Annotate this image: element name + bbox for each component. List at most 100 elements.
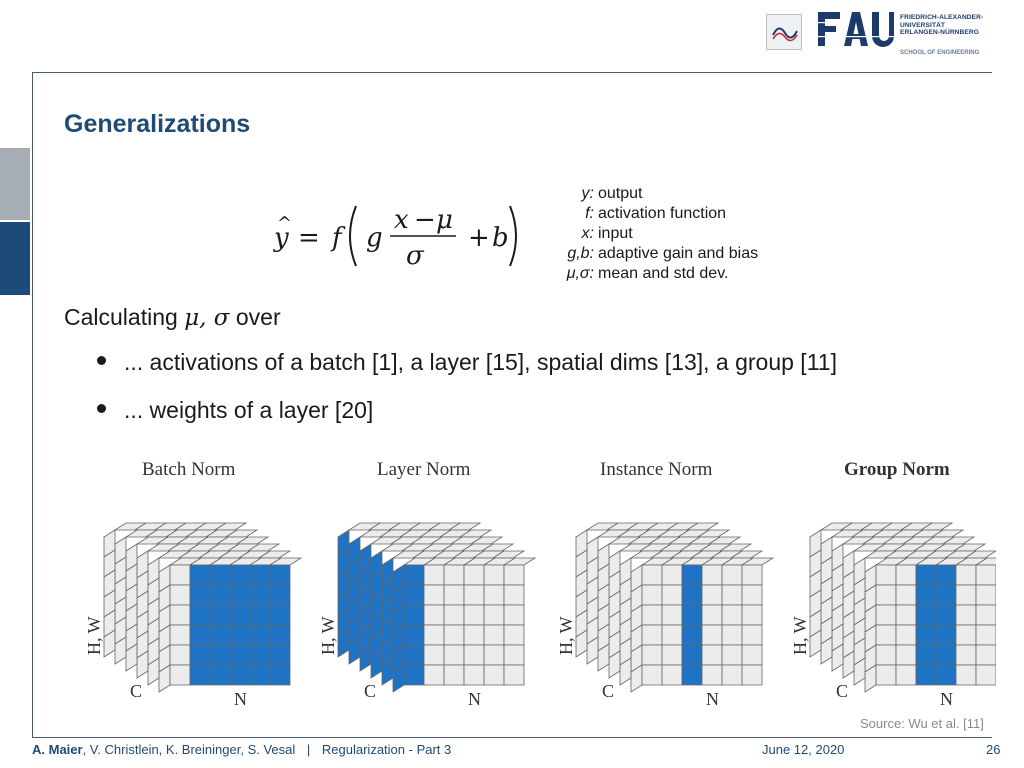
cube-cell — [895, 604, 917, 626]
cube-cell — [463, 644, 485, 666]
cube-axis-label: H, W — [790, 616, 810, 655]
cube-cell — [831, 643, 844, 672]
cube-cell — [681, 664, 703, 686]
cube-cell — [229, 644, 251, 666]
cube-cell — [955, 604, 977, 626]
university-logo: FRIEDRICH-ALEXANDER- UNIVERSITÄT ERLANGE… — [766, 8, 996, 62]
svg-text:−: − — [414, 205, 436, 235]
formula-legend: y: output f: activation function x: inpu… — [540, 184, 758, 284]
cube-cell — [249, 624, 271, 646]
cube-cell — [975, 604, 996, 626]
cube-cell — [661, 584, 683, 606]
cube-cell — [189, 644, 211, 666]
cube-cell — [249, 604, 271, 626]
cube-cell — [114, 636, 127, 665]
cube-cell — [915, 644, 937, 666]
cube-axis-label: N — [706, 689, 719, 709]
cube-title: Layer Norm — [377, 459, 471, 480]
cube-cell — [189, 604, 211, 626]
cube-cell — [641, 644, 663, 666]
cube-cell — [661, 644, 683, 666]
svg-text:σ: σ — [406, 241, 425, 271]
cube-title: Group Norm — [844, 459, 950, 480]
cube-cell — [189, 624, 211, 646]
figure-source: Source: Wu et al. [11] — [860, 716, 984, 731]
cube-cell — [955, 564, 977, 586]
svg-text:y: y — [273, 223, 289, 253]
fau-emblem-icon — [766, 14, 802, 50]
cube-cell — [423, 604, 445, 626]
slide-title: Generalizations — [64, 110, 251, 138]
svg-text:b: b — [492, 223, 509, 253]
cube-cell — [608, 650, 621, 679]
cube-axis-label: N — [940, 689, 953, 709]
cube-cell — [403, 664, 425, 686]
cube-cell — [337, 629, 350, 658]
cube-cell — [915, 564, 937, 586]
cube-cell — [169, 664, 191, 686]
cube-cell — [503, 664, 525, 686]
cube-cell — [681, 624, 703, 646]
cube-cell — [701, 624, 723, 646]
cube-cell — [875, 584, 897, 606]
cube-cell — [935, 584, 957, 606]
cube-cell — [875, 644, 897, 666]
cube-cell — [809, 629, 822, 658]
cube-cell — [359, 643, 372, 672]
svg-text:x: x — [394, 205, 409, 235]
bullet-dot-icon — [97, 356, 106, 365]
school-name: SCHOOL OF ENGINEERING — [900, 50, 980, 56]
cube-cell — [681, 644, 703, 666]
cube-cell — [483, 584, 505, 606]
legend-row: μ,σ: mean and std dev. — [566, 265, 729, 282]
cube-axis-label: H, W — [84, 616, 104, 655]
cube-cell — [875, 564, 897, 586]
cube-cell — [721, 604, 743, 626]
cube-cell — [721, 584, 743, 606]
footer-separator: | — [306, 742, 311, 757]
cube-cell — [915, 624, 937, 646]
cube-cell — [443, 584, 465, 606]
cube-cell — [741, 564, 763, 586]
cube-cell — [381, 657, 394, 686]
cube-cell — [463, 564, 485, 586]
cube-cell — [249, 644, 271, 666]
cube-cell — [853, 657, 866, 686]
university-name: FRIEDRICH-ALEXANDER- UNIVERSITÄT ERLANGE… — [900, 14, 984, 37]
frame-left-line — [32, 72, 33, 738]
cube-cell — [915, 604, 937, 626]
cube-cell — [403, 584, 425, 606]
cube-cell — [147, 657, 160, 686]
cube-cell — [463, 624, 485, 646]
frame-bottom-line — [32, 737, 992, 738]
cube-cell — [935, 644, 957, 666]
cube-cell — [403, 624, 425, 646]
cube-cell — [443, 664, 465, 686]
cube-cell — [955, 584, 977, 606]
cube-cell — [269, 624, 291, 646]
bullet-item: ... activations of a batch [1], a layer … — [97, 349, 837, 376]
cube-axis-label: H, W — [318, 616, 338, 655]
footer-authors: , V. Christlein, K. Breininger, S. Vesal — [82, 742, 296, 757]
svg-text:μ: μ — [436, 205, 453, 235]
cube-axis-label: N — [234, 689, 247, 709]
cube-cell — [721, 564, 743, 586]
footer-lecture: Regularization - Part 3 — [321, 742, 452, 757]
cube-cell — [423, 624, 445, 646]
cube-cell — [229, 564, 251, 586]
cube-cell — [575, 629, 588, 658]
cube-cell — [229, 624, 251, 646]
footer-page-number: 26 — [986, 742, 1001, 757]
cube-cell — [586, 636, 599, 665]
bullet-item: ... weights of a layer [20] — [97, 397, 373, 424]
cube-cell — [483, 564, 505, 586]
cube-cell — [661, 564, 683, 586]
cube-cell — [741, 604, 763, 626]
cube-cell — [641, 564, 663, 586]
cube-cell — [249, 564, 271, 586]
normalization-formula: y ^ = f g x − μ σ + b — [273, 205, 517, 271]
cube-axis-label: N — [468, 689, 481, 709]
cube-cell — [269, 664, 291, 686]
cube-cell — [975, 624, 996, 646]
